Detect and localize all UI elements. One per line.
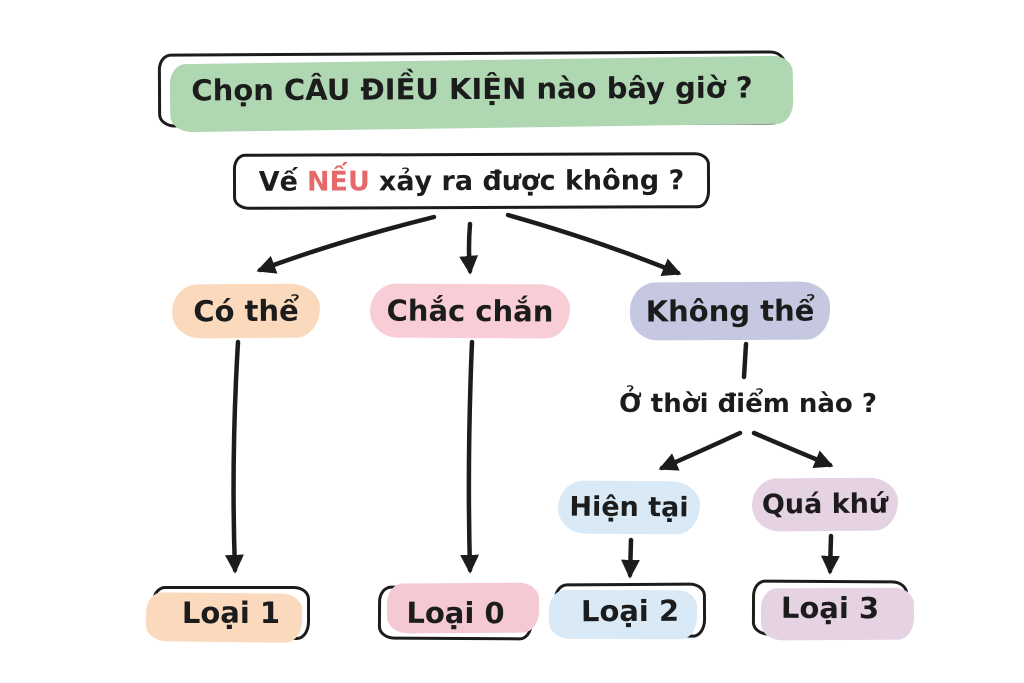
result-loai-3-label: Loại 3 bbox=[780, 590, 880, 626]
title-text: Chọn CÂU ĐIỀU KIỆN nào bây giờ ? bbox=[191, 70, 753, 108]
result-loai-1-label: Loại 1 bbox=[181, 596, 281, 630]
time-branch-hien-tai-label: Hiện tại bbox=[569, 491, 689, 524]
result-loai-0-label: Loại 0 bbox=[406, 595, 505, 631]
arrow-question-to-khong-the bbox=[505, 212, 682, 277]
question-suffix: xảy ra được không ? bbox=[378, 164, 685, 197]
sub-question-text: Ở thời điểm nào ? bbox=[619, 389, 877, 419]
title-box: Chọn CÂU ĐIỀU KIỆN nào bây giờ ? bbox=[157, 50, 787, 128]
branch-co-the-label: Có thể bbox=[193, 293, 299, 329]
arrow-question-to-chac-chan bbox=[459, 221, 479, 275]
branch-co-the: Có thể bbox=[171, 283, 321, 339]
branch-chac-chan: Chắc chắn bbox=[369, 283, 571, 339]
result-loai-3: Loại 3 bbox=[751, 579, 909, 637]
arrow-co-the-to-loai-1 bbox=[225, 339, 244, 574]
arrow-chac-chan-to-loai-0 bbox=[460, 339, 480, 574]
branch-chac-chan-label: Chắc chắn bbox=[386, 293, 554, 329]
time-branch-qua-khu-label: Quá khứ bbox=[761, 488, 889, 521]
line-khong-the-to-sub-question bbox=[741, 341, 749, 380]
time-branch-qua-khu: Quá khứ bbox=[751, 477, 899, 532]
arrow-qua-khu-to-loai-3 bbox=[820, 533, 840, 575]
arrow-sub-question-to-qua-khu bbox=[751, 430, 834, 468]
result-loai-2: Loại 2 bbox=[553, 582, 707, 639]
result-loai-2-label: Loại 2 bbox=[580, 593, 680, 628]
time-branch-hien-tai: Hiện tại bbox=[557, 480, 701, 535]
result-loai-0: Loại 0 bbox=[377, 585, 534, 641]
question-highlight-neu: NẾU bbox=[306, 165, 370, 198]
arrow-sub-question-to-hien-tai bbox=[658, 430, 743, 471]
sub-question: Ở thời điểm nào ? bbox=[603, 383, 893, 425]
question-prefix: Vế bbox=[258, 166, 298, 198]
branch-khong-the-label: Không thể bbox=[645, 293, 815, 329]
arrow-hien-tai-to-loai-2 bbox=[620, 537, 640, 579]
question-box: Vế NẾU xảy ra được không ? bbox=[232, 152, 711, 210]
arrow-question-to-co-the bbox=[256, 214, 437, 274]
result-loai-1: Loại 1 bbox=[152, 586, 310, 640]
branch-khong-the: Không thể bbox=[629, 281, 831, 341]
